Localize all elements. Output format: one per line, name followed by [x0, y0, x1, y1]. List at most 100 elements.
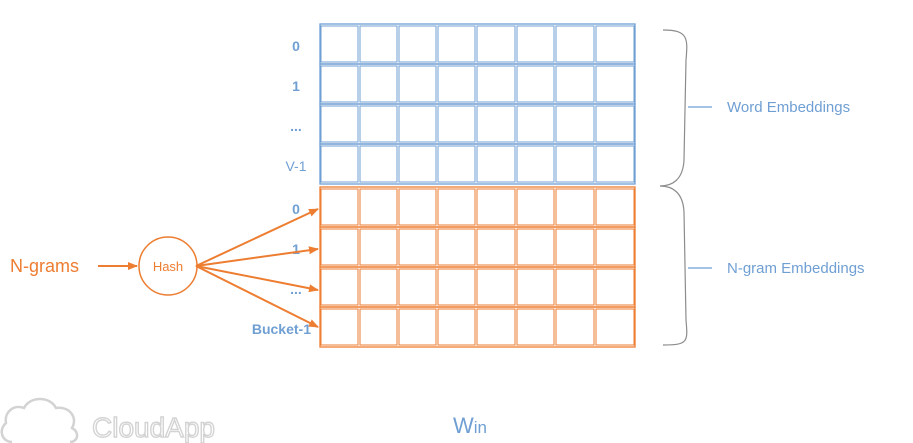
ngram-embedding-cell	[595, 188, 635, 226]
ngram-embedding-cell	[516, 268, 555, 306]
ngram-embedding-cell	[437, 308, 476, 346]
ngram-embedding-cell	[516, 188, 555, 226]
ngram-embedding-matrix	[319, 186, 636, 348]
hash-label: Hash	[153, 259, 183, 274]
word-embedding-cell	[398, 25, 437, 63]
word-embedding-cell	[555, 65, 595, 103]
word-embedding-cell	[476, 105, 516, 143]
ngram-embedding-cell	[516, 308, 555, 346]
ngram-embedding-cell	[516, 228, 555, 266]
word-row-labels: 0 1... V-1	[285, 38, 306, 174]
ngram-embedding-cell	[398, 228, 437, 266]
word-embedding-cell	[516, 25, 555, 63]
cloudapp-watermark: CloudApp	[0, 397, 216, 443]
ngram-embedding-cell	[555, 268, 595, 306]
word-embedding-cell	[555, 25, 595, 63]
word-embedding-cell	[516, 105, 555, 143]
word-embedding-cell	[320, 65, 359, 103]
hash-arrow-2	[195, 265, 319, 293]
hash-to-bucket-arrows	[195, 208, 319, 328]
ngram-embedding-cell	[398, 188, 437, 226]
word-row-label-3: V-1	[285, 158, 306, 174]
matrix-label-subscript: in	[474, 418, 487, 437]
ngram-embedding-row-2	[319, 266, 636, 308]
ngram-embedding-cell	[398, 308, 437, 346]
word-embedding-cell	[595, 25, 635, 63]
ngram-row-label-0: 0	[292, 201, 300, 217]
ngram-embedding-cell	[320, 228, 359, 266]
word-embedding-cell	[359, 105, 398, 143]
word-embedding-row-frame	[319, 143, 636, 185]
word-row-label-0: 0	[292, 38, 300, 54]
ngram-embedding-cell	[595, 268, 635, 306]
word-embeddings-brace	[659, 29, 688, 346]
word-embedding-row-1	[319, 63, 636, 105]
word-embedding-cell	[516, 145, 555, 183]
ngram-embedding-cell	[555, 228, 595, 266]
ngram-embedding-cell	[437, 268, 476, 306]
ngram-embedding-cell	[359, 228, 398, 266]
ngram-embedding-cell	[437, 228, 476, 266]
word-embedding-cell	[555, 145, 595, 183]
ngram-embedding-cell	[437, 188, 476, 226]
word-embedding-cell	[320, 105, 359, 143]
ngram-embedding-cell	[476, 228, 516, 266]
ngram-row-label-3: Bucket-1	[252, 321, 311, 337]
word-embedding-cell	[595, 105, 635, 143]
ngram-embedding-cell	[476, 268, 516, 306]
ngram-embedding-row-frame	[319, 306, 636, 348]
word-embedding-cell	[359, 25, 398, 63]
ngram-embedding-cell	[555, 308, 595, 346]
matrix-label: Win	[453, 413, 487, 438]
word-embedding-cell	[398, 105, 437, 143]
word-embedding-cell	[320, 145, 359, 183]
word-embedding-cell	[595, 65, 635, 103]
word-embedding-cell	[398, 65, 437, 103]
ngram-embedding-cell	[595, 228, 635, 266]
ngram-embedding-cell	[320, 308, 359, 346]
ngram-embedding-cell	[320, 188, 359, 226]
ngrams-input-label: N-grams	[10, 256, 79, 276]
word-embedding-cell	[476, 65, 516, 103]
word-embedding-row-3	[319, 143, 636, 185]
ngram-embedding-row-3	[319, 306, 636, 348]
word-embedding-cell	[516, 65, 555, 103]
ngram-embedding-cell	[595, 308, 635, 346]
ngram-embedding-cell	[320, 268, 359, 306]
ngram-row-label-2: ...	[290, 281, 302, 297]
word-embedding-row-0	[319, 23, 636, 65]
ngram-embedding-cell	[476, 308, 516, 346]
hash-arrow-3	[195, 265, 319, 328]
word-embedding-cell	[437, 105, 476, 143]
word-embedding-cell	[437, 25, 476, 63]
word-embedding-cell	[437, 145, 476, 183]
ngram-embedding-cell	[359, 308, 398, 346]
ngram-embedding-row-1	[319, 226, 636, 268]
ngram-embedding-cell	[555, 188, 595, 226]
word-row-label-2: ...	[290, 118, 302, 134]
word-row-label-1: 1	[292, 78, 300, 94]
word-embedding-cell	[320, 25, 359, 63]
word-embedding-cell	[437, 65, 476, 103]
ngram-embedding-cell	[476, 188, 516, 226]
ngram-row-labels: 0 1... Bucket-1	[252, 201, 311, 337]
word-embedding-cell	[398, 145, 437, 183]
ngram-embeddings-label: N-gram Embeddings	[727, 260, 865, 277]
word-embedding-cell	[359, 65, 398, 103]
ngram-embedding-row-0	[319, 186, 636, 228]
ngram-embedding-cell	[359, 268, 398, 306]
word-embeddings-label: Word Embeddings	[727, 99, 850, 116]
word-embedding-cell	[476, 145, 516, 183]
ngram-row-label-1: 1	[292, 241, 300, 257]
matrix-label-main: W	[453, 413, 474, 438]
ngram-embedding-cell	[359, 188, 398, 226]
ngram-embedding-cell	[398, 268, 437, 306]
word-embedding-cell	[476, 25, 516, 63]
word-embedding-cell	[555, 105, 595, 143]
hash-arrow-0	[195, 208, 319, 267]
word-embedding-row-2	[319, 103, 636, 145]
word-embedding-cell	[595, 145, 635, 183]
word-embedding-cell	[359, 145, 398, 183]
word-embedding-matrix	[319, 23, 636, 185]
